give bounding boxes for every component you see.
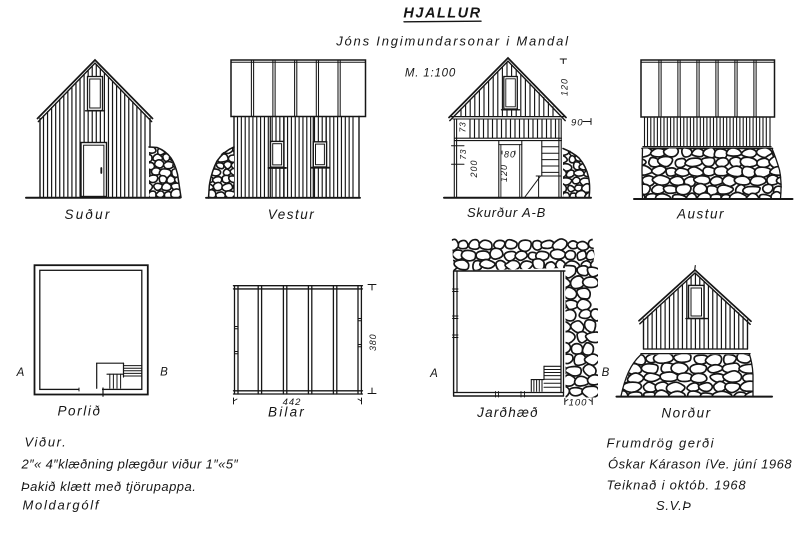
svg-text:73: 73 [458, 121, 468, 132]
svg-text:Óskar Kárason íVe. júní 1968: Óskar Kárason íVe. júní 1968 [608, 457, 792, 472]
svg-text:HJALLUR: HJALLUR [403, 6, 481, 22]
svg-text:A: A [16, 367, 25, 379]
svg-text:380: 380 [368, 334, 378, 351]
svg-text:120: 120 [499, 164, 509, 182]
svg-text:Bilar: Bilar [268, 405, 306, 420]
svg-text:Moldargólf: Moldargólf [23, 498, 101, 513]
svg-text:Skurður A-B: Skurður A-B [467, 205, 546, 220]
svg-text:120: 120 [560, 78, 570, 96]
svg-text:A: A [429, 368, 438, 380]
svg-text:100: 100 [569, 398, 588, 409]
svg-text:90: 90 [571, 118, 584, 129]
svg-text:S.V.Þ: S.V.Þ [656, 498, 692, 513]
svg-text:Norður: Norður [661, 406, 711, 421]
svg-text:Jarðhæð: Jarðhæð [476, 405, 539, 420]
svg-text:B: B [602, 367, 610, 379]
svg-text:80: 80 [504, 150, 516, 160]
svg-text:Teiknað i októb. 1968: Teiknað i októb. 1968 [607, 478, 747, 493]
svg-text:Austur: Austur [676, 207, 725, 222]
svg-text:B: B [160, 367, 168, 379]
svg-text:442: 442 [283, 397, 302, 408]
svg-text:Vestur: Vestur [268, 207, 316, 222]
svg-text:2″« 4″klæðning plægður viður: 2″« 4″klæðning plægður viður 1″«5″ [21, 457, 239, 472]
svg-text:Viður.: Viður. [25, 435, 68, 450]
svg-text:Þakið klætt með tjörupappa.: Þakið klætt með tjörupappa. [21, 479, 196, 494]
svg-text:M. 1:100: M. 1:100 [405, 68, 456, 80]
svg-text:Jóns Ingimundarsonar i Mandal: Jóns Ingimundarsonar i Mandal [335, 34, 570, 49]
svg-text:Suður: Suður [64, 207, 111, 222]
svg-text:Porlið: Porlið [57, 404, 101, 419]
svg-text:73: 73 [458, 149, 468, 160]
svg-text:200: 200 [469, 159, 479, 178]
svg-text:Frumdrög gerði: Frumdrög gerði [607, 436, 715, 451]
